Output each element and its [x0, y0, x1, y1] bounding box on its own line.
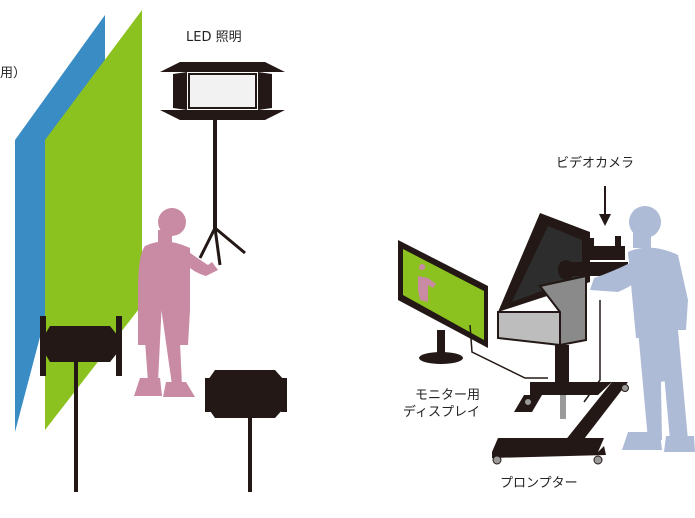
label-left-partial: 用） [0, 66, 27, 81]
operator-silhouette [590, 206, 695, 452]
label-monitor-line2: ディスプレイ [402, 404, 480, 420]
label-monitor-line1: モニター用 [414, 388, 480, 403]
label-led-light: LED 照明 [186, 30, 242, 45]
led-light-fixture [160, 62, 285, 266]
prompter-rig [492, 213, 629, 465]
presenter-silhouette [134, 208, 218, 397]
label-prompter: プロンプター [500, 476, 578, 491]
monitor-cable [469, 324, 548, 379]
video-camera [558, 236, 628, 280]
label-monitor-display: モニター用 ディスプレイ [380, 388, 480, 422]
monitor-display [398, 240, 488, 364]
camera-arrow [599, 186, 611, 226]
label-video-camera: ビデオカメラ [556, 156, 635, 171]
floor-light-center [205, 370, 287, 492]
floor-light-left [40, 316, 122, 492]
